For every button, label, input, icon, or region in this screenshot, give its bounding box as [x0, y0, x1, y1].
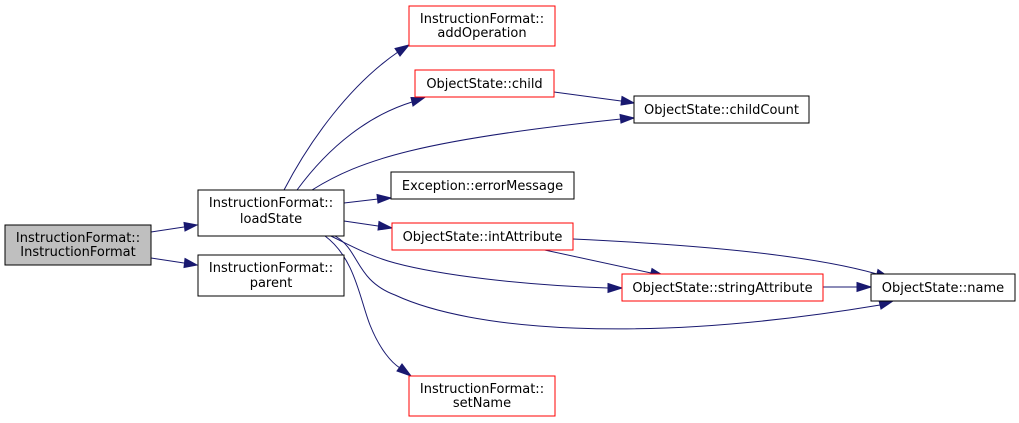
node-instructionformat-loadstate[interactable]: InstructionFormat:: loadState [197, 189, 345, 237]
node-label-line1: InstructionFormat:: [16, 231, 140, 246]
node-label-line2: parent [250, 276, 293, 291]
edge-loadState-to-errorMessage [343, 193, 393, 204]
node-objectstate-intattribute[interactable]: ObjectState::intAttribute [391, 222, 574, 251]
node-label-line1: ObjectState::childCount [644, 103, 799, 118]
node-label-line2: InstructionFormat [20, 245, 135, 260]
edge-ctor-to-loadState [150, 221, 199, 233]
node-label-line1: InstructionFormat:: [209, 261, 333, 276]
node-label-line1: ObjectState::name [882, 281, 1004, 296]
edge-loadState-to-intAttribute [343, 220, 394, 231]
edge-intAttribute-to-stringAttribute [539, 248, 666, 278]
node-instructionformat-addoperation[interactable]: InstructionFormat:: addOperation [408, 5, 556, 47]
edge-stringAttribute-to-name [823, 281, 873, 293]
node-label-line2: addOperation [437, 26, 526, 41]
node-label-line2: setName [453, 396, 511, 411]
node-label-line2: loadState [240, 212, 302, 227]
node-label-line1: InstructionFormat:: [420, 12, 544, 27]
node-objectstate-stringattribute[interactable]: ObjectState::stringAttribute [621, 273, 824, 302]
node-label-line1: InstructionFormat:: [420, 382, 544, 397]
edge-intAttribute-to-name [572, 238, 892, 279]
node-label-line1: ObjectState::stringAttribute [632, 281, 812, 296]
node-exception-errormessage[interactable]: Exception::errorMessage [390, 171, 575, 200]
edge-loadState-to-addOperation [283, 44, 411, 191]
node-objectstate-childcount[interactable]: ObjectState::childCount [633, 95, 810, 124]
edge-loadState-to-childCount [311, 113, 636, 191]
node-instructionformat-setname[interactable]: InstructionFormat:: setName [408, 375, 556, 417]
edge-child-to-childCount [553, 91, 636, 106]
node-objectstate-name[interactable]: ObjectState::name [870, 273, 1016, 302]
node-instructionformat-constructor[interactable]: InstructionFormat:: InstructionFormat [4, 224, 152, 266]
node-label-line1: ObjectState::intAttribute [403, 230, 563, 245]
node-instructionformat-parent[interactable]: InstructionFormat:: parent [197, 254, 345, 297]
node-label-line1: ObjectState::child [426, 77, 542, 92]
edge-loadState-to-child [296, 96, 426, 191]
edge-ctor-to-parent [150, 257, 199, 269]
node-label-line1: Exception::errorMessage [402, 179, 563, 194]
node-objectstate-child[interactable]: ObjectState::child [414, 69, 555, 98]
edge-loadState-to-stringAttribute [317, 229, 624, 294]
node-label-line1: InstructionFormat:: [209, 196, 333, 211]
